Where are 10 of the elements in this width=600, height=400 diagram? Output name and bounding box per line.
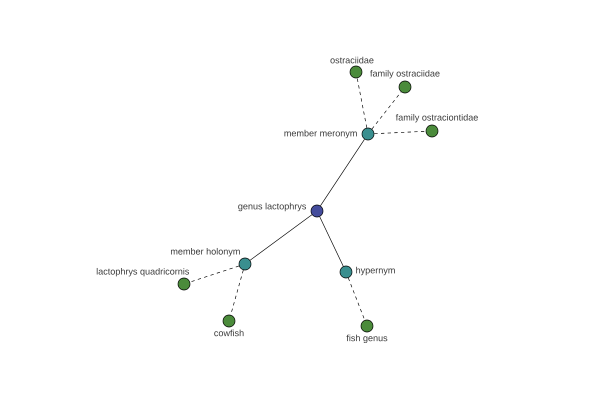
node-label: member meronym [284, 130, 357, 138]
node-label: member holonym [170, 248, 240, 256]
node-label: fish genus [346, 334, 388, 344]
node-label: cowfish [214, 330, 244, 336]
node-label: ostraciidae [330, 56, 374, 64]
node-label: lactophrys quadricornis [96, 268, 190, 276]
node-label: hypernym [356, 266, 395, 276]
node-label: genus lactophrys [238, 202, 306, 212]
node-label: family ostraciontidae [396, 114, 478, 122]
node-label: family ostraciidae [370, 70, 440, 78]
